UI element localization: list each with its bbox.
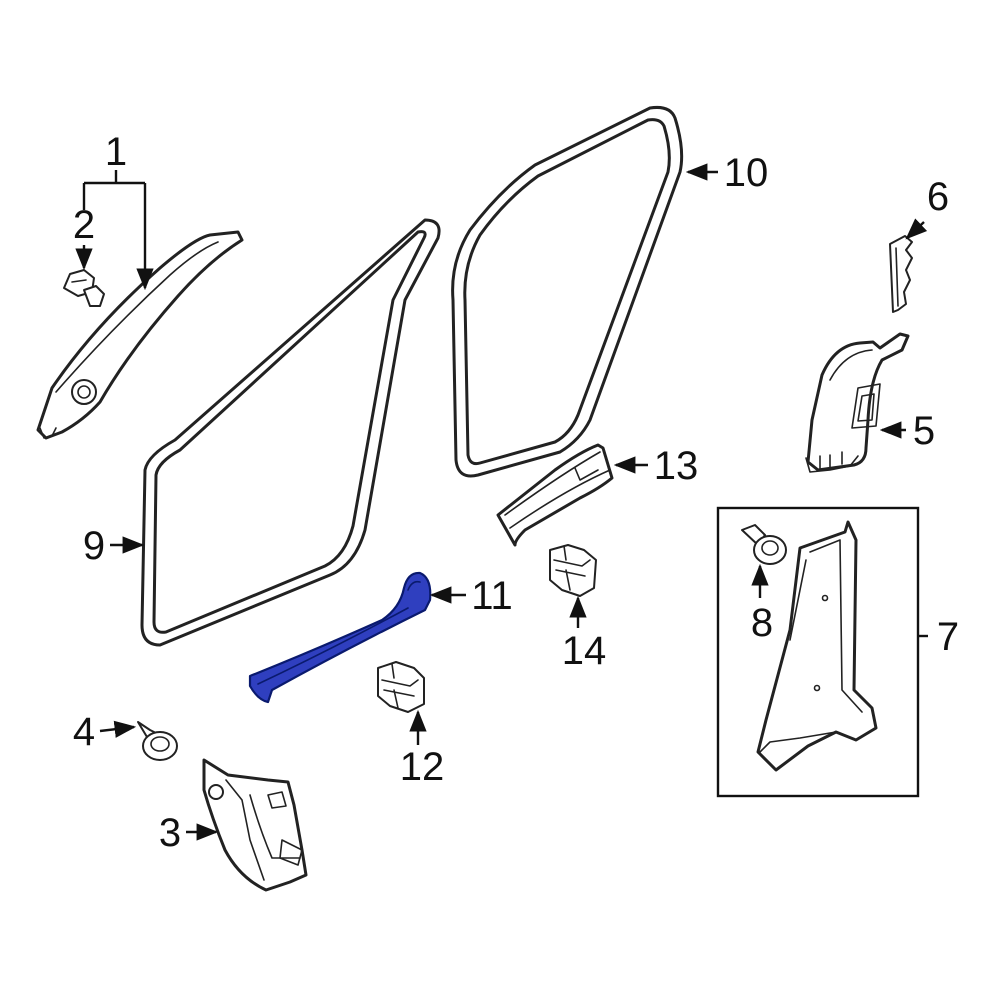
- callout-12: 12: [400, 745, 445, 789]
- callout-7: 7: [937, 615, 959, 659]
- callout-6: 6: [927, 175, 949, 219]
- retainer-clip-14: [549, 544, 597, 597]
- push-clip-4: [137, 721, 178, 761]
- callout-3: 3: [159, 811, 181, 855]
- callout-5: 5: [913, 409, 935, 453]
- clip-2: [63, 269, 105, 307]
- callout-13: 13: [654, 444, 699, 488]
- rear-door-weatherstrip: [451, 106, 684, 478]
- retainer-clip-12: [377, 661, 425, 713]
- callout-1: 1: [105, 130, 127, 174]
- callout-2: 2: [73, 203, 95, 247]
- b-pillar-lower-trim: [756, 520, 878, 772]
- callout-8: 8: [751, 601, 773, 645]
- a-pillar-trim: [36, 230, 244, 440]
- callout-10: 10: [724, 151, 769, 195]
- callout-4: 4: [73, 710, 95, 754]
- callout-9: 9: [83, 524, 105, 568]
- kick-panel: [202, 758, 308, 892]
- b-pillar-upper-trim: [805, 332, 910, 473]
- callout-11: 11: [471, 574, 513, 618]
- callout-14: 14: [562, 629, 607, 673]
- callout-lines: [75, 163, 928, 841]
- part7-group-box: [716, 506, 920, 798]
- front-door-weatherstrip: [140, 218, 441, 647]
- callout-labels: 1 2 3 4 5 6 7 8 9 10 11 12 13 14: [73, 130, 959, 855]
- pillar-clip-strip: [889, 235, 913, 313]
- scuff-plate-13: [496, 443, 614, 547]
- sill-plate-11: [248, 571, 432, 704]
- push-clip-8: [741, 524, 787, 565]
